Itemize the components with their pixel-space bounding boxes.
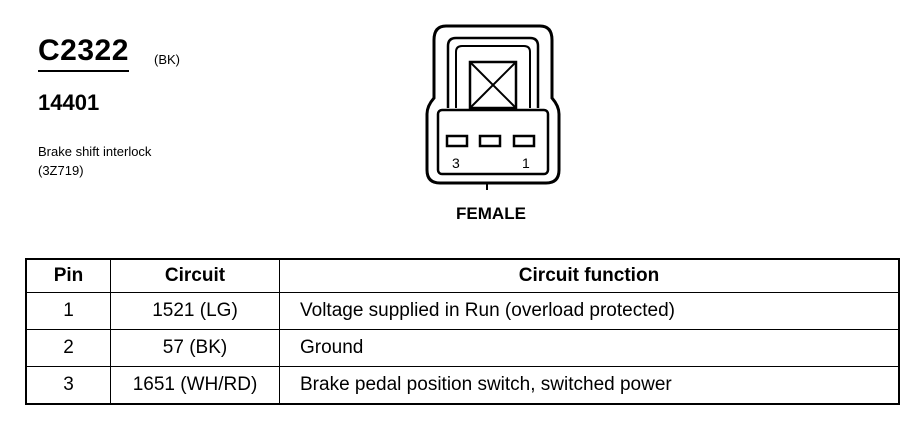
terminal-pin-2 [478,134,502,148]
pinout-table: Pin Circuit Circuit function 1 1521 (LG)… [25,258,900,405]
header-pin: Pin [25,258,111,293]
cell-pin: 2 [25,329,111,367]
cell-function: Brake pedal position switch, switched po… [279,366,900,405]
connector-gender-label: FEMALE [456,204,526,223]
table-row: 3 1651 (WH/RD) Brake pedal position swit… [25,366,900,405]
cell-circuit: 1521 (LG) [110,292,280,330]
connector-description: Brake shift interlock (3Z719) [38,142,151,180]
header-circuit-function: Circuit function [279,258,900,293]
pin-label-3: 3 [452,155,460,171]
connector-color: (BK) [154,52,180,67]
latch-inner-arch-2 [455,45,531,108]
header-circuit: Circuit [110,258,280,293]
pin-label-1: 1 [522,155,530,171]
terminal-face [436,108,550,176]
cell-pin: 1 [25,292,111,330]
connector-face-diagram: 3 1 [425,24,561,190]
cell-function: Ground [279,329,900,367]
table-row: 1 1521 (LG) Voltage supplied in Run (ove… [25,292,900,330]
connector-housing-outline [425,24,561,185]
terminal-pin-1 [512,134,536,148]
description-line-2: (3Z719) [38,163,84,178]
latch-cross-b [469,61,517,109]
table-row: 2 57 (BK) Ground [25,329,900,367]
description-line-1: Brake shift interlock [38,144,152,159]
latch-box [468,60,518,110]
latch-inner-arch [446,36,540,108]
part-number: 14401 [38,90,100,115]
terminal-pin-3 [445,134,469,148]
connector-id: C2322 [38,36,129,72]
cell-function: Voltage supplied in Run (overload protec… [279,292,900,330]
cell-circuit: 57 (BK) [110,329,280,367]
cell-circuit: 1651 (WH/RD) [110,366,280,405]
cell-pin: 3 [25,366,111,405]
table-header-row: Pin Circuit Circuit function [25,258,900,293]
